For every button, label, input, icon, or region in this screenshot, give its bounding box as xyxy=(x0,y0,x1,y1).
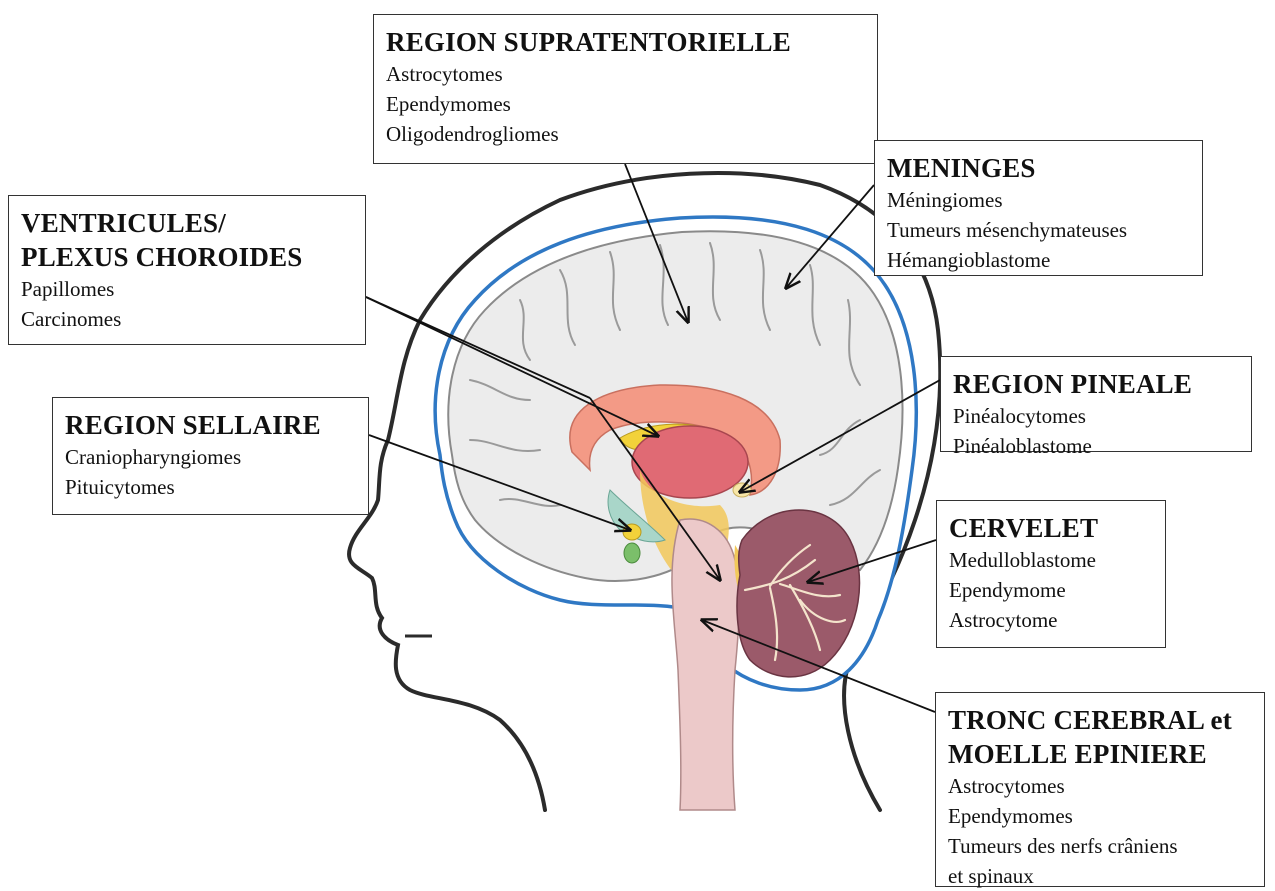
box-title: REGION SELLAIRE xyxy=(65,408,356,442)
box-title: CERVELET xyxy=(949,511,1153,545)
box-item: Tumeurs mésenchymateuses xyxy=(887,215,1190,245)
box-tronc-cerebral: TRONC CEREBRAL et MOELLE EPINIERE Astroc… xyxy=(935,692,1265,887)
box-item: Ependymomes xyxy=(386,89,865,119)
box-item: Medulloblastome xyxy=(949,545,1153,575)
box-region-pineale: REGION PINEALE Pinéalocytomes Pinéalobla… xyxy=(940,356,1252,452)
box-title-line2: MOELLE EPINIERE xyxy=(948,737,1252,771)
box-title: MENINGES xyxy=(887,151,1190,185)
box-title-line1: TRONC CEREBRAL et xyxy=(948,703,1252,737)
box-item: Ependymome xyxy=(949,575,1153,605)
box-meninges: MENINGES Méningiomes Tumeurs mésenchymat… xyxy=(874,140,1203,276)
box-item: Oligodendrogliomes xyxy=(386,119,865,149)
box-item: Méningiomes xyxy=(887,185,1190,215)
box-item: Pituicytomes xyxy=(65,472,356,502)
pituitary-gland xyxy=(623,524,641,540)
optic-chiasm xyxy=(624,543,640,563)
box-item: Hémangioblastome xyxy=(887,245,1190,275)
box-region-supratentorielle: REGION SUPRATENTORIELLE Astrocytomes Epe… xyxy=(373,14,878,164)
box-item: Craniopharyngiomes xyxy=(65,442,356,472)
box-item: Papillomes xyxy=(21,274,353,304)
box-ventricules-plexus: VENTRICULES/ PLEXUS CHOROIDES Papillomes… xyxy=(8,195,366,345)
box-item: Tumeurs des nerfs crâniens xyxy=(948,831,1252,861)
box-title-line2: PLEXUS CHOROIDES xyxy=(21,240,353,274)
box-item: Astrocytome xyxy=(949,605,1153,635)
box-item: Astrocytomes xyxy=(948,771,1252,801)
box-item: Astrocytomes xyxy=(386,59,865,89)
box-title: REGION PINEALE xyxy=(953,367,1239,401)
box-title: REGION SUPRATENTORIELLE xyxy=(386,25,865,59)
box-title-line1: VENTRICULES/ xyxy=(21,206,353,240)
box-item: Carcinomes xyxy=(21,304,353,334)
box-item: et spinaux xyxy=(948,861,1252,891)
brainstem xyxy=(672,519,739,810)
box-cervelet: CERVELET Medulloblastome Ependymome Astr… xyxy=(936,500,1166,648)
box-item: Pinéalocytomes xyxy=(953,401,1239,431)
box-item: Ependymomes xyxy=(948,801,1252,831)
box-item: Pinéaloblastome xyxy=(953,431,1239,461)
box-region-sellaire: REGION SELLAIRE Craniopharyngiomes Pitui… xyxy=(52,397,369,515)
